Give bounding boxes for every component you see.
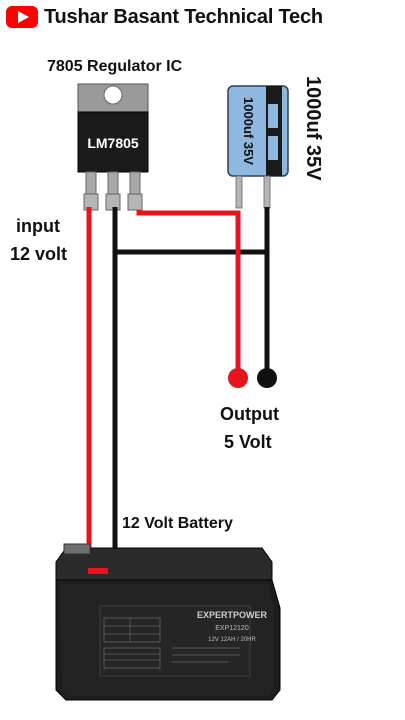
battery-spec: 12V 12AH / 20HR xyxy=(208,637,256,643)
wiring xyxy=(86,207,270,570)
output-positive-wire xyxy=(136,210,241,370)
capacitor-body-text: 1000uf 35V xyxy=(241,97,256,165)
chip-text: LM7805 xyxy=(87,135,139,151)
battery-brand: EXPERTPOWER xyxy=(197,610,268,620)
output-positive-terminal xyxy=(228,368,248,388)
output-label-line2: 5 Volt xyxy=(224,432,272,452)
capacitor-label: 1000uf 35V xyxy=(302,76,324,181)
battery-label: 12 Volt Battery xyxy=(122,515,233,532)
channel-header: Tushar Basant Technical Tech xyxy=(6,4,323,30)
regulator-label: 7805 Regulator IC xyxy=(47,58,183,75)
output-negative-terminal xyxy=(257,368,277,388)
youtube-play-icon xyxy=(6,6,38,28)
input-label-line2: 12 volt xyxy=(10,244,68,264)
lm7805-regulator: LM7805 xyxy=(77,83,149,211)
battery-model: EXP12120 xyxy=(215,625,249,632)
electrolytic-capacitor: 1000uf 35V xyxy=(227,85,289,209)
output-label-line1: Output xyxy=(220,404,279,424)
channel-title: Tushar Basant Technical Tech xyxy=(44,5,323,28)
input-label-line1: input xyxy=(16,216,60,236)
battery: EXPERTPOWER EXP12120 12V 12AH / 20HR xyxy=(55,543,281,701)
